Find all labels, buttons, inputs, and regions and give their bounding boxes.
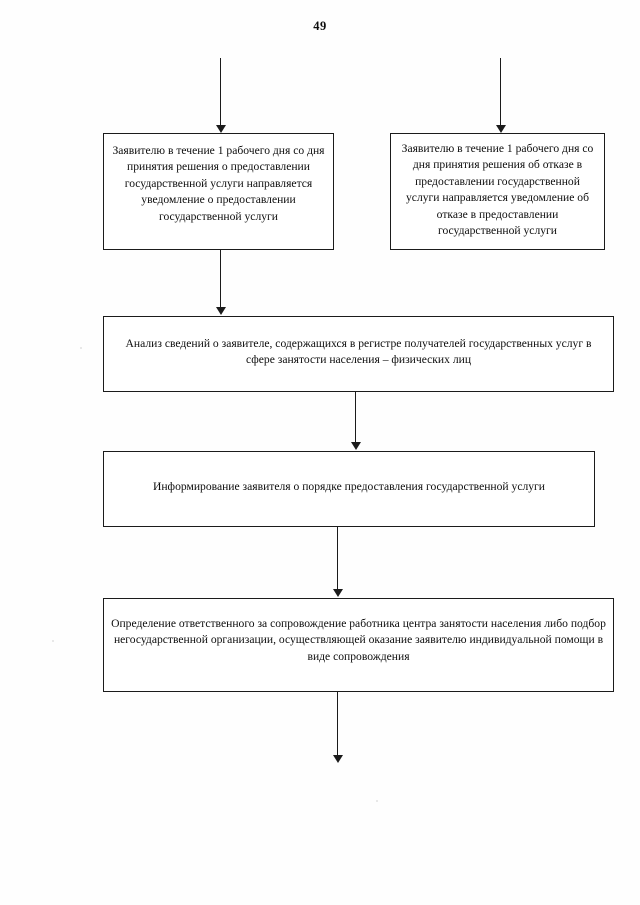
flow-box-informing: Информирование заявителя о порядке предо… (103, 451, 595, 527)
flow-box-analysis: Анализ сведений о заявителе, содержащихс… (103, 316, 614, 392)
scan-speckle (52, 640, 54, 642)
arrowhead-top-to-notify-refusal (496, 125, 506, 133)
flow-box-analysis-text: Анализ сведений о заявителе, содержащихс… (125, 337, 592, 367)
arrowhead-analysis-to-informing (351, 442, 361, 450)
connector-analysis-to-informing (355, 392, 357, 443)
arrowhead-informing-to-assignment (333, 589, 343, 597)
arrowhead-assignment-to-next-page (333, 755, 343, 763)
flow-box-assignment: Определение ответственного за сопровожде… (103, 598, 614, 692)
connector-assignment-to-next-page (337, 692, 339, 756)
flow-box-notify-refusal: Заявителю в течение 1 рабочего дня со дн… (390, 133, 605, 250)
flow-box-notify-approval: Заявителю в течение 1 рабочего дня со дн… (103, 133, 334, 250)
connector-informing-to-assignment (337, 527, 339, 590)
connector-notify-approval-to-analysis (220, 250, 222, 308)
flow-box-informing-text: Информирование заявителя о порядке предо… (152, 480, 546, 493)
connector-top-to-notify-refusal (500, 58, 502, 126)
flow-box-assignment-text: Определение ответственного за сопровожде… (111, 617, 606, 663)
arrowhead-top-to-notify-approval (216, 125, 226, 133)
arrowhead-notify-approval-to-analysis (216, 307, 226, 315)
connector-top-to-notify-approval (220, 58, 222, 126)
flow-box-notify-refusal-text: Заявителю в течение 1 рабочего дня со дн… (401, 142, 594, 238)
page-number: 49 (313, 19, 327, 33)
scan-speckle (376, 800, 378, 802)
scan-speckle (80, 347, 82, 349)
flow-box-notify-approval-text: Заявителю в течение 1 рабочего дня со дн… (112, 144, 325, 223)
